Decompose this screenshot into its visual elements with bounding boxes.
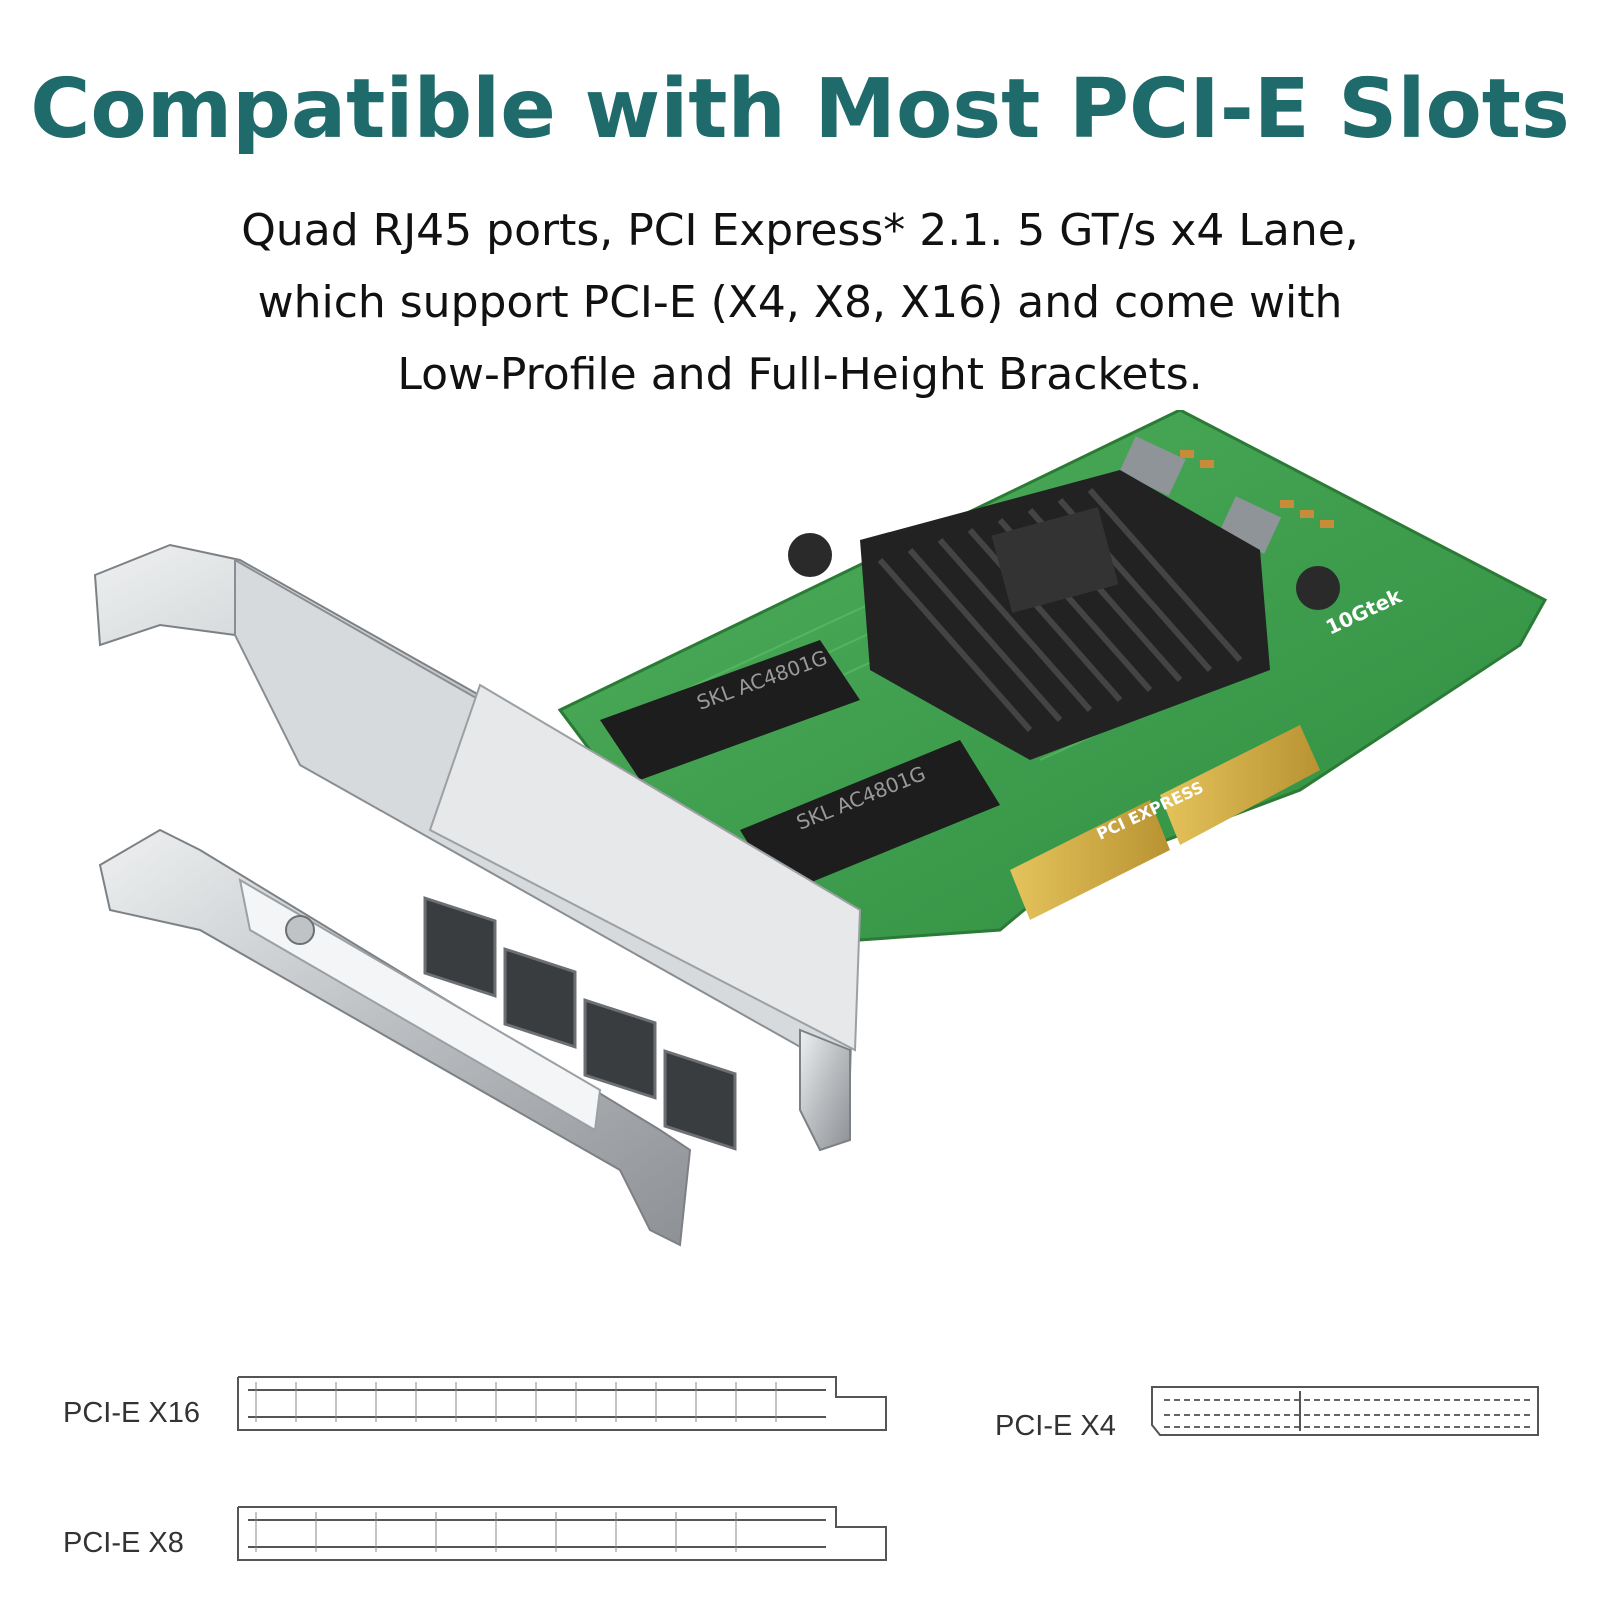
gold-fingers (1010, 725, 1320, 920)
low-profile-bracket (98, 828, 692, 1247)
slot-diagram-x8 (237, 1506, 887, 1561)
headline: Compatible with Most PCI-E Slots (30, 62, 1570, 157)
full-height-bracket (93, 543, 862, 1152)
slot-label-x8: PCI-E X8 (63, 1527, 184, 1559)
heatsink (788, 470, 1340, 760)
slot-label-x16: PCI-E X16 (63, 1397, 200, 1429)
network-card-illustration: SKL AC4801G SKL AC4801G 10Gtek PCI EXPRE… (93, 410, 1548, 1247)
slot-label-x4: PCI-E X4 (995, 1410, 1116, 1442)
slot-diagram-x4 (1151, 1386, 1539, 1436)
rj45-ports (423, 896, 737, 1151)
slot-diagram-x16 (237, 1376, 887, 1431)
description-line-1: Quad RJ45 ports, PCI Express* 2.1. 5 GT/… (241, 205, 1359, 256)
description-line-3: Low-Profile and Full-Height Brackets. (397, 349, 1203, 400)
description-line-2: which support PCI-E (X4, X8, X16) and co… (257, 277, 1343, 328)
